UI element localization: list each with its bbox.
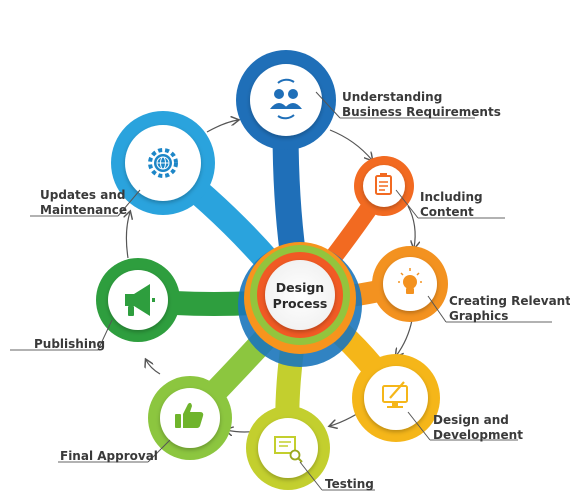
gear-globe-icon: [148, 148, 178, 178]
document-magnifier-icon: [274, 436, 303, 463]
label-updates-maintenance: Updates and Maintenance: [30, 188, 141, 217]
label-design-development: Design and Development: [407, 411, 523, 442]
center-title-line1: Design: [276, 280, 324, 295]
thumbs-up-icon: [175, 402, 204, 428]
users-sync-icon: [270, 78, 302, 120]
center-white-disc: [265, 260, 335, 330]
icons: [125, 78, 422, 463]
arrow-publishing-to-updates: [126, 212, 130, 259]
label-creating-graphics-line1: Creating Relevant: [449, 294, 570, 308]
label-creating-graphics: Creating Relevant Graphics: [427, 294, 570, 323]
arrow-updates-to-understanding: [206, 120, 238, 133]
label-including-content-line2: Content: [420, 205, 474, 219]
megaphone-icon: [125, 284, 155, 316]
label-creating-graphics-line2: Graphics: [449, 309, 508, 323]
center-title-line2: Process: [273, 296, 328, 311]
arrow-graphics-to-design: [396, 319, 413, 356]
label-testing: Testing: [299, 461, 375, 491]
label-understanding: Understanding Business Requirements: [315, 90, 501, 119]
label-understanding-line2: Business Requirements: [342, 105, 501, 119]
petal-disc-4: [258, 418, 318, 478]
label-testing-text: Testing: [325, 477, 374, 491]
petal-disc-0: [250, 64, 322, 136]
labels: Understanding Business Requirements Incl…: [10, 90, 570, 491]
arrow-understanding-to-content: [329, 129, 372, 160]
label-publishing: Publishing: [10, 319, 113, 351]
label-updates-maintenance-line1: Updates and: [40, 188, 125, 202]
monitor-pen-icon: [382, 381, 408, 408]
clipboard-icon: [375, 173, 392, 195]
arrow-approval-to-publishing: [146, 360, 161, 375]
label-design-development-line1: Design and: [433, 413, 509, 427]
label-final-approval-text: Final Approval: [60, 449, 158, 463]
arrow-content-to-graphics: [407, 205, 415, 248]
lightbulb-icon: [398, 268, 422, 294]
label-including-content-line1: Including: [420, 190, 483, 204]
label-final-approval: Final Approval: [58, 439, 171, 463]
petal-disc-3: [364, 366, 428, 430]
label-design-development-line2: Development: [433, 428, 523, 442]
label-including-content: Including Content: [395, 189, 505, 219]
label-updates-maintenance-line2: Maintenance: [40, 203, 127, 217]
label-understanding-line1: Understanding: [342, 90, 442, 104]
center-hub: Design Process: [238, 242, 362, 367]
label-publishing-text: Publishing: [34, 337, 105, 351]
